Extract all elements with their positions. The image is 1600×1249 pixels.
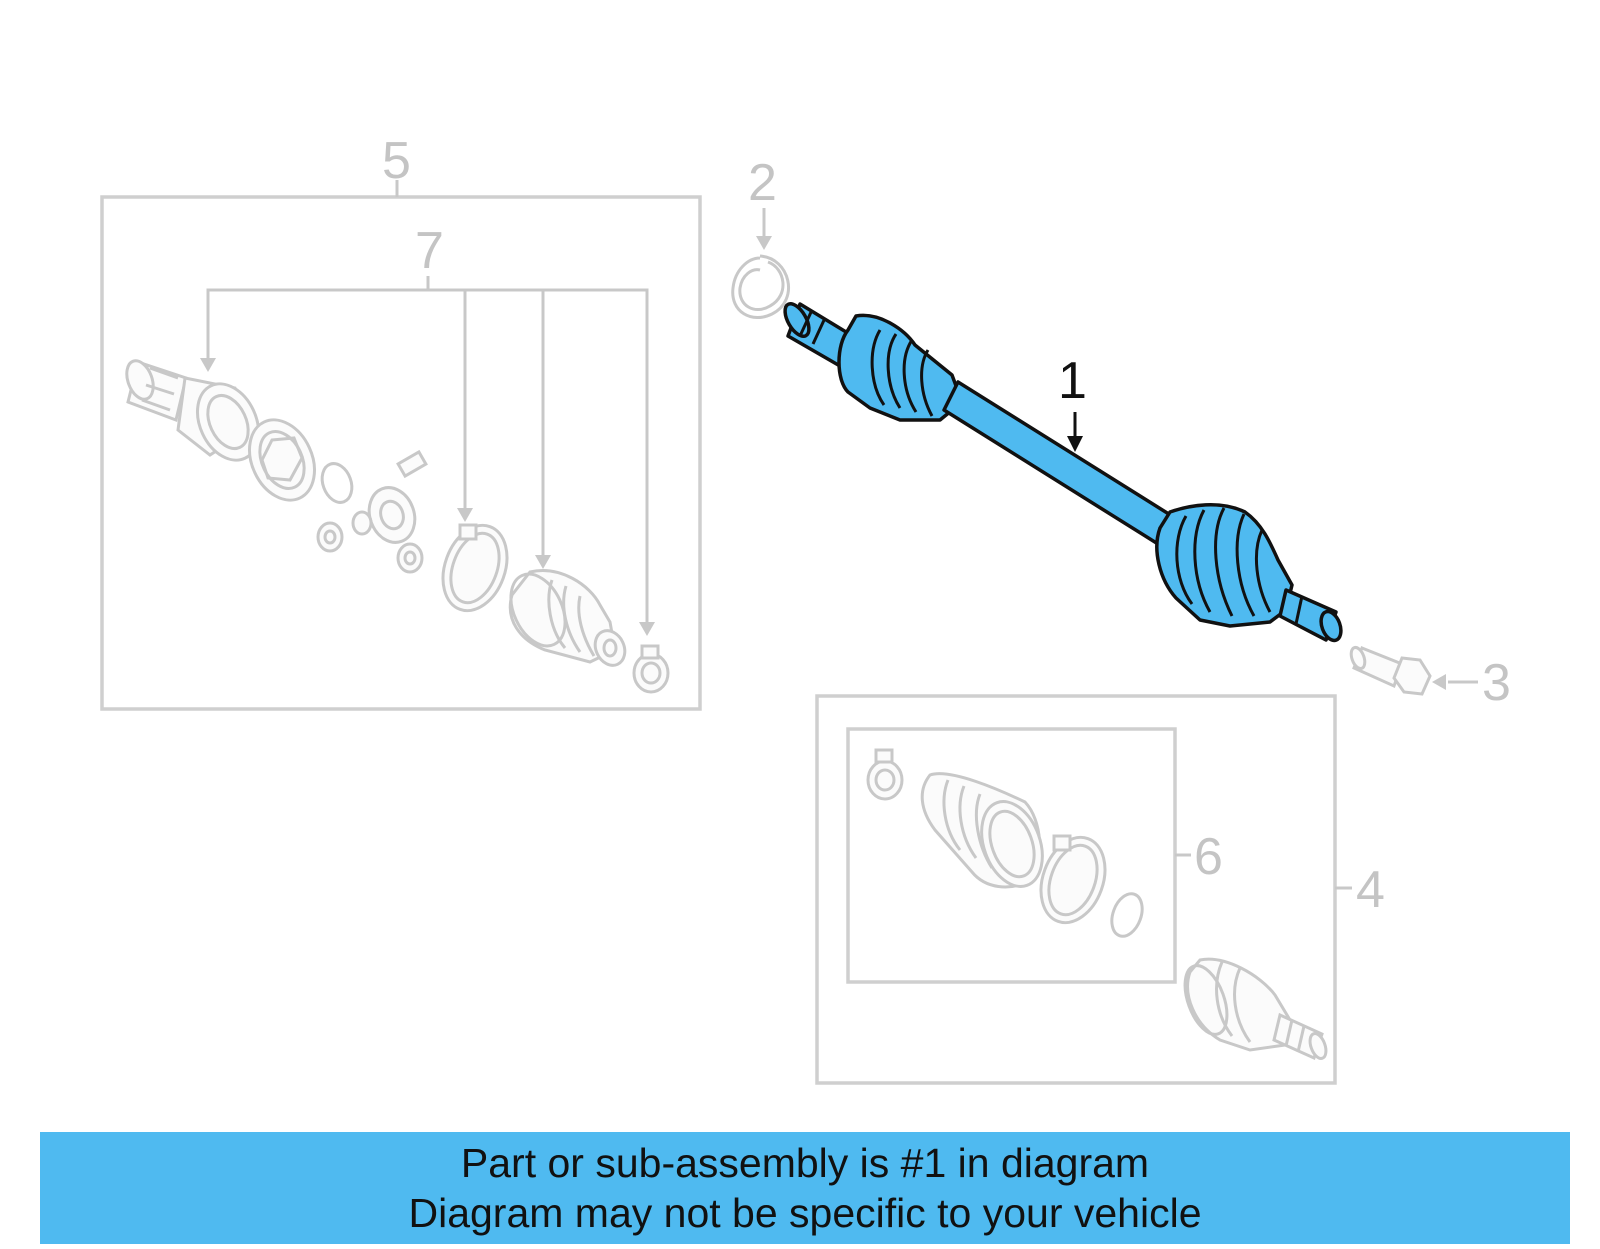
outer-boot-clamp-small <box>866 748 904 801</box>
boot-clamp-small <box>632 644 670 694</box>
callout-7-leaders <box>200 276 655 636</box>
inner-boot <box>508 569 627 667</box>
info-banner: Part or sub-assembly is #1 in diagram Di… <box>40 1132 1570 1244</box>
tripod-spider <box>316 449 428 574</box>
outer-snap-ring <box>1110 892 1144 938</box>
inner-cv-joint <box>125 359 260 462</box>
snap-ring <box>320 462 354 504</box>
boot-clamp-large <box>441 523 509 613</box>
callout-2: 2 <box>748 154 777 212</box>
callout-1: 1 <box>1058 352 1087 410</box>
assembly-box-5 <box>100 195 702 711</box>
callout-4: 4 <box>1356 861 1385 919</box>
callout-7: 7 <box>415 222 444 280</box>
outer-cv-joint <box>1183 957 1328 1061</box>
outer-boot <box>920 772 1044 889</box>
banner-line-2: Diagram may not be specific to your vehi… <box>408 1190 1202 1236</box>
callout-6: 6 <box>1194 828 1223 886</box>
bolt <box>1349 645 1432 696</box>
outer-boot-clamp-large <box>1039 834 1107 925</box>
callout-5: 5 <box>382 132 411 190</box>
circlip <box>731 254 790 320</box>
banner-line-1: Part or sub-assembly is #1 in diagram <box>460 1140 1150 1186</box>
tripod-housing <box>248 418 316 502</box>
callout-3: 3 <box>1482 654 1511 712</box>
axle-shaft-assembly <box>783 302 1343 643</box>
